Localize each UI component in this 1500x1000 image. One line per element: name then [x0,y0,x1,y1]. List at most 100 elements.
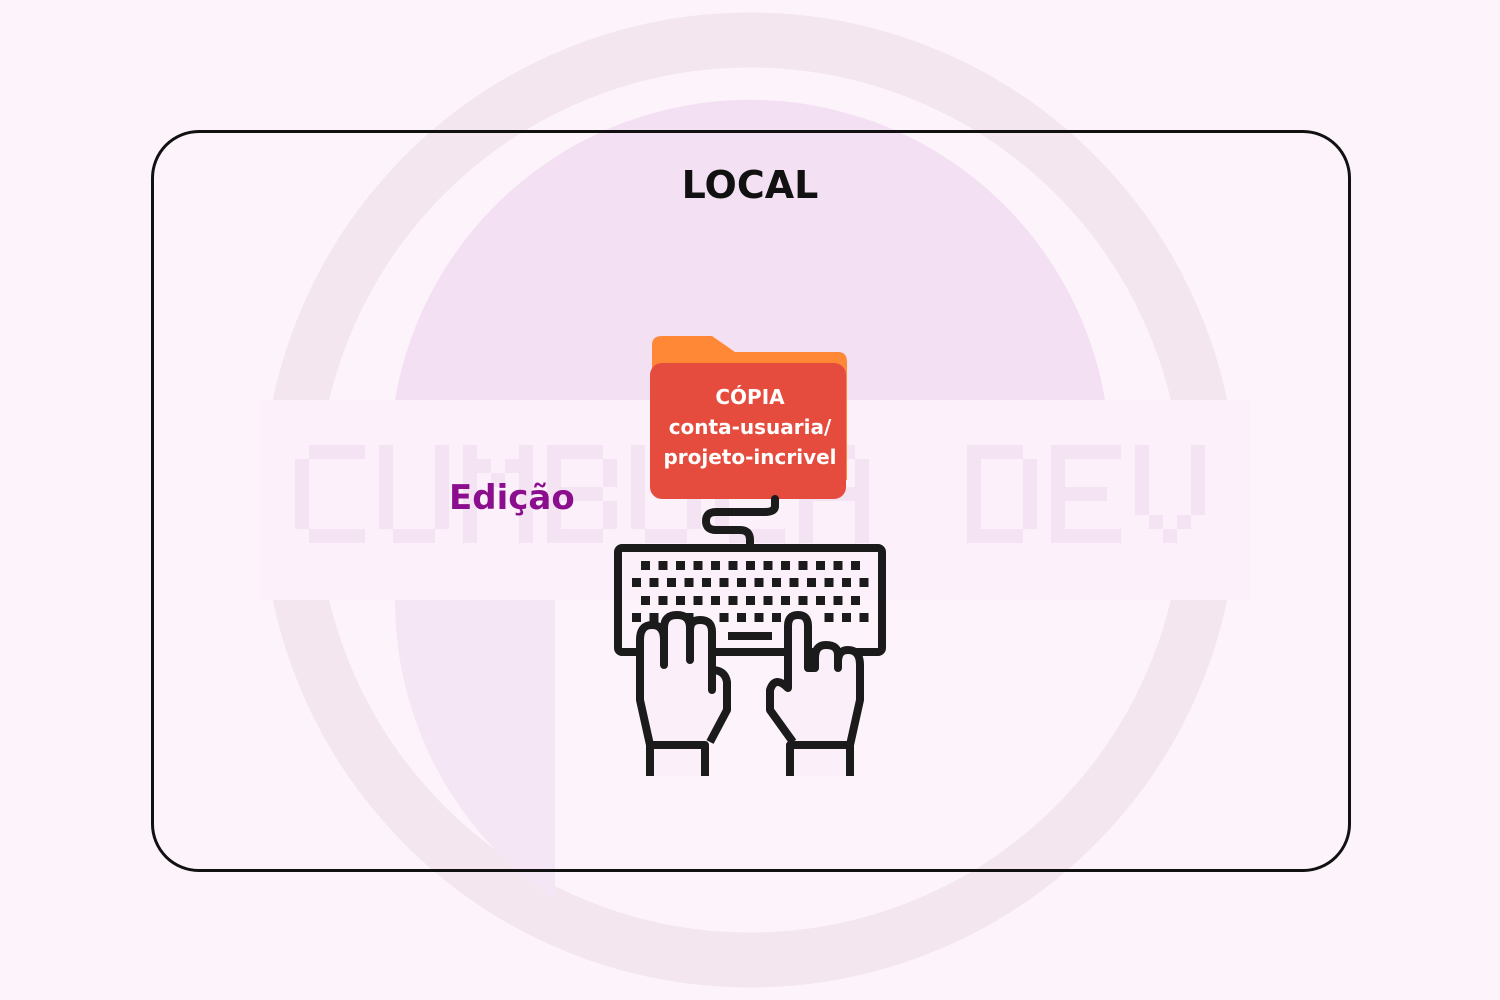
watermark-pixel [1135,473,1149,487]
watermark-pixel [435,445,449,459]
watermark-pixel [379,501,393,515]
key [763,596,773,605]
key [781,596,790,605]
key [842,613,851,622]
watermark-pixel [967,445,981,459]
key [754,613,764,622]
key [772,578,781,587]
key [833,596,843,605]
watermark-pixel [463,445,477,459]
watermark-pixel [1065,487,1079,501]
key [798,561,808,570]
watermark-pixel [505,459,519,473]
watermark-pixel [337,529,351,543]
key [851,596,860,605]
key [702,578,711,587]
watermark-pixel [323,529,337,543]
watermark-pixel [1051,501,1065,515]
watermark-pixel [1191,501,1205,515]
watermark-pixel [547,445,561,459]
watermark-pixel [603,459,617,473]
edicao-label: Edição [449,478,575,518]
key [754,578,764,587]
watermark-pixel [1149,515,1163,529]
watermark-pixel [435,473,449,487]
watermark-pixel [1135,459,1149,473]
watermark-pixel [1135,487,1149,501]
watermark-pixel [309,445,323,459]
watermark-pixel [995,529,1009,543]
watermark-pixel [589,445,603,459]
watermark-pixel [1107,529,1121,543]
key [728,596,738,605]
watermark-pixel [799,501,813,515]
watermark-pixel [1191,459,1205,473]
watermark-pixel [1051,445,1065,459]
watermark-pixel [659,529,673,543]
watermark-pixel [1163,529,1177,543]
watermark-pixel [967,459,981,473]
watermark-pixel [295,501,309,515]
watermark-pixel [1065,529,1079,543]
watermark-pixel [547,501,561,515]
key [763,561,773,570]
watermark-pixel [1079,445,1093,459]
watermark-pixel [855,487,869,501]
key [711,561,720,570]
watermark-pixel [295,459,309,473]
watermark-pixel [855,473,869,487]
key [859,578,869,587]
watermark-pixel [519,487,533,501]
watermark-pixel [1191,445,1205,459]
watermark-pixel [1009,529,1023,543]
key [851,561,860,570]
watermark-pixel [435,487,449,501]
folder-heading: CÓPIA [715,385,785,409]
watermark-pixel [967,501,981,515]
watermark-pixel [1023,473,1037,487]
key [798,596,808,605]
watermark-pixel [463,473,477,487]
key [632,613,641,622]
watermark-pixel [379,445,393,459]
watermark-pixel [519,459,533,473]
watermark-pixel [631,473,645,487]
key [737,613,746,622]
key [728,561,738,570]
watermark-pixel [337,445,351,459]
watermark-pixel [631,445,645,459]
key [807,578,816,587]
watermark-pixel [295,515,309,529]
watermark-pixel [687,515,701,529]
key [641,596,650,605]
watermark-pixel [435,515,449,529]
watermark-pixel [967,529,981,543]
watermark-pixel [1191,487,1205,501]
key [816,596,825,605]
watermark-pixel [1191,473,1205,487]
watermark-pixel [463,487,477,501]
watermark-pixel [855,501,869,515]
key [676,596,685,605]
watermark-pixel [1079,529,1093,543]
watermark-pixel [1177,515,1191,529]
key [824,613,834,622]
key [719,613,729,622]
watermark-pixel [715,515,729,529]
watermark-pixel [1093,445,1107,459]
hands-icon [636,611,864,776]
watermark-pixel [463,459,477,473]
watermark-pixel [407,529,421,543]
folder-icon [650,336,847,499]
key [658,596,668,605]
watermark-pixel [561,529,575,543]
watermark-pixel [561,487,575,501]
watermark-pixel [351,445,365,459]
folder-path-line2: projeto-incrivel [663,445,837,469]
watermark-pixel [1009,445,1023,459]
watermark-pixel [995,445,1009,459]
watermark-pixel [295,473,309,487]
watermark-pixel [575,445,589,459]
watermark-pixel [435,459,449,473]
watermark-pixel [1079,487,1093,501]
